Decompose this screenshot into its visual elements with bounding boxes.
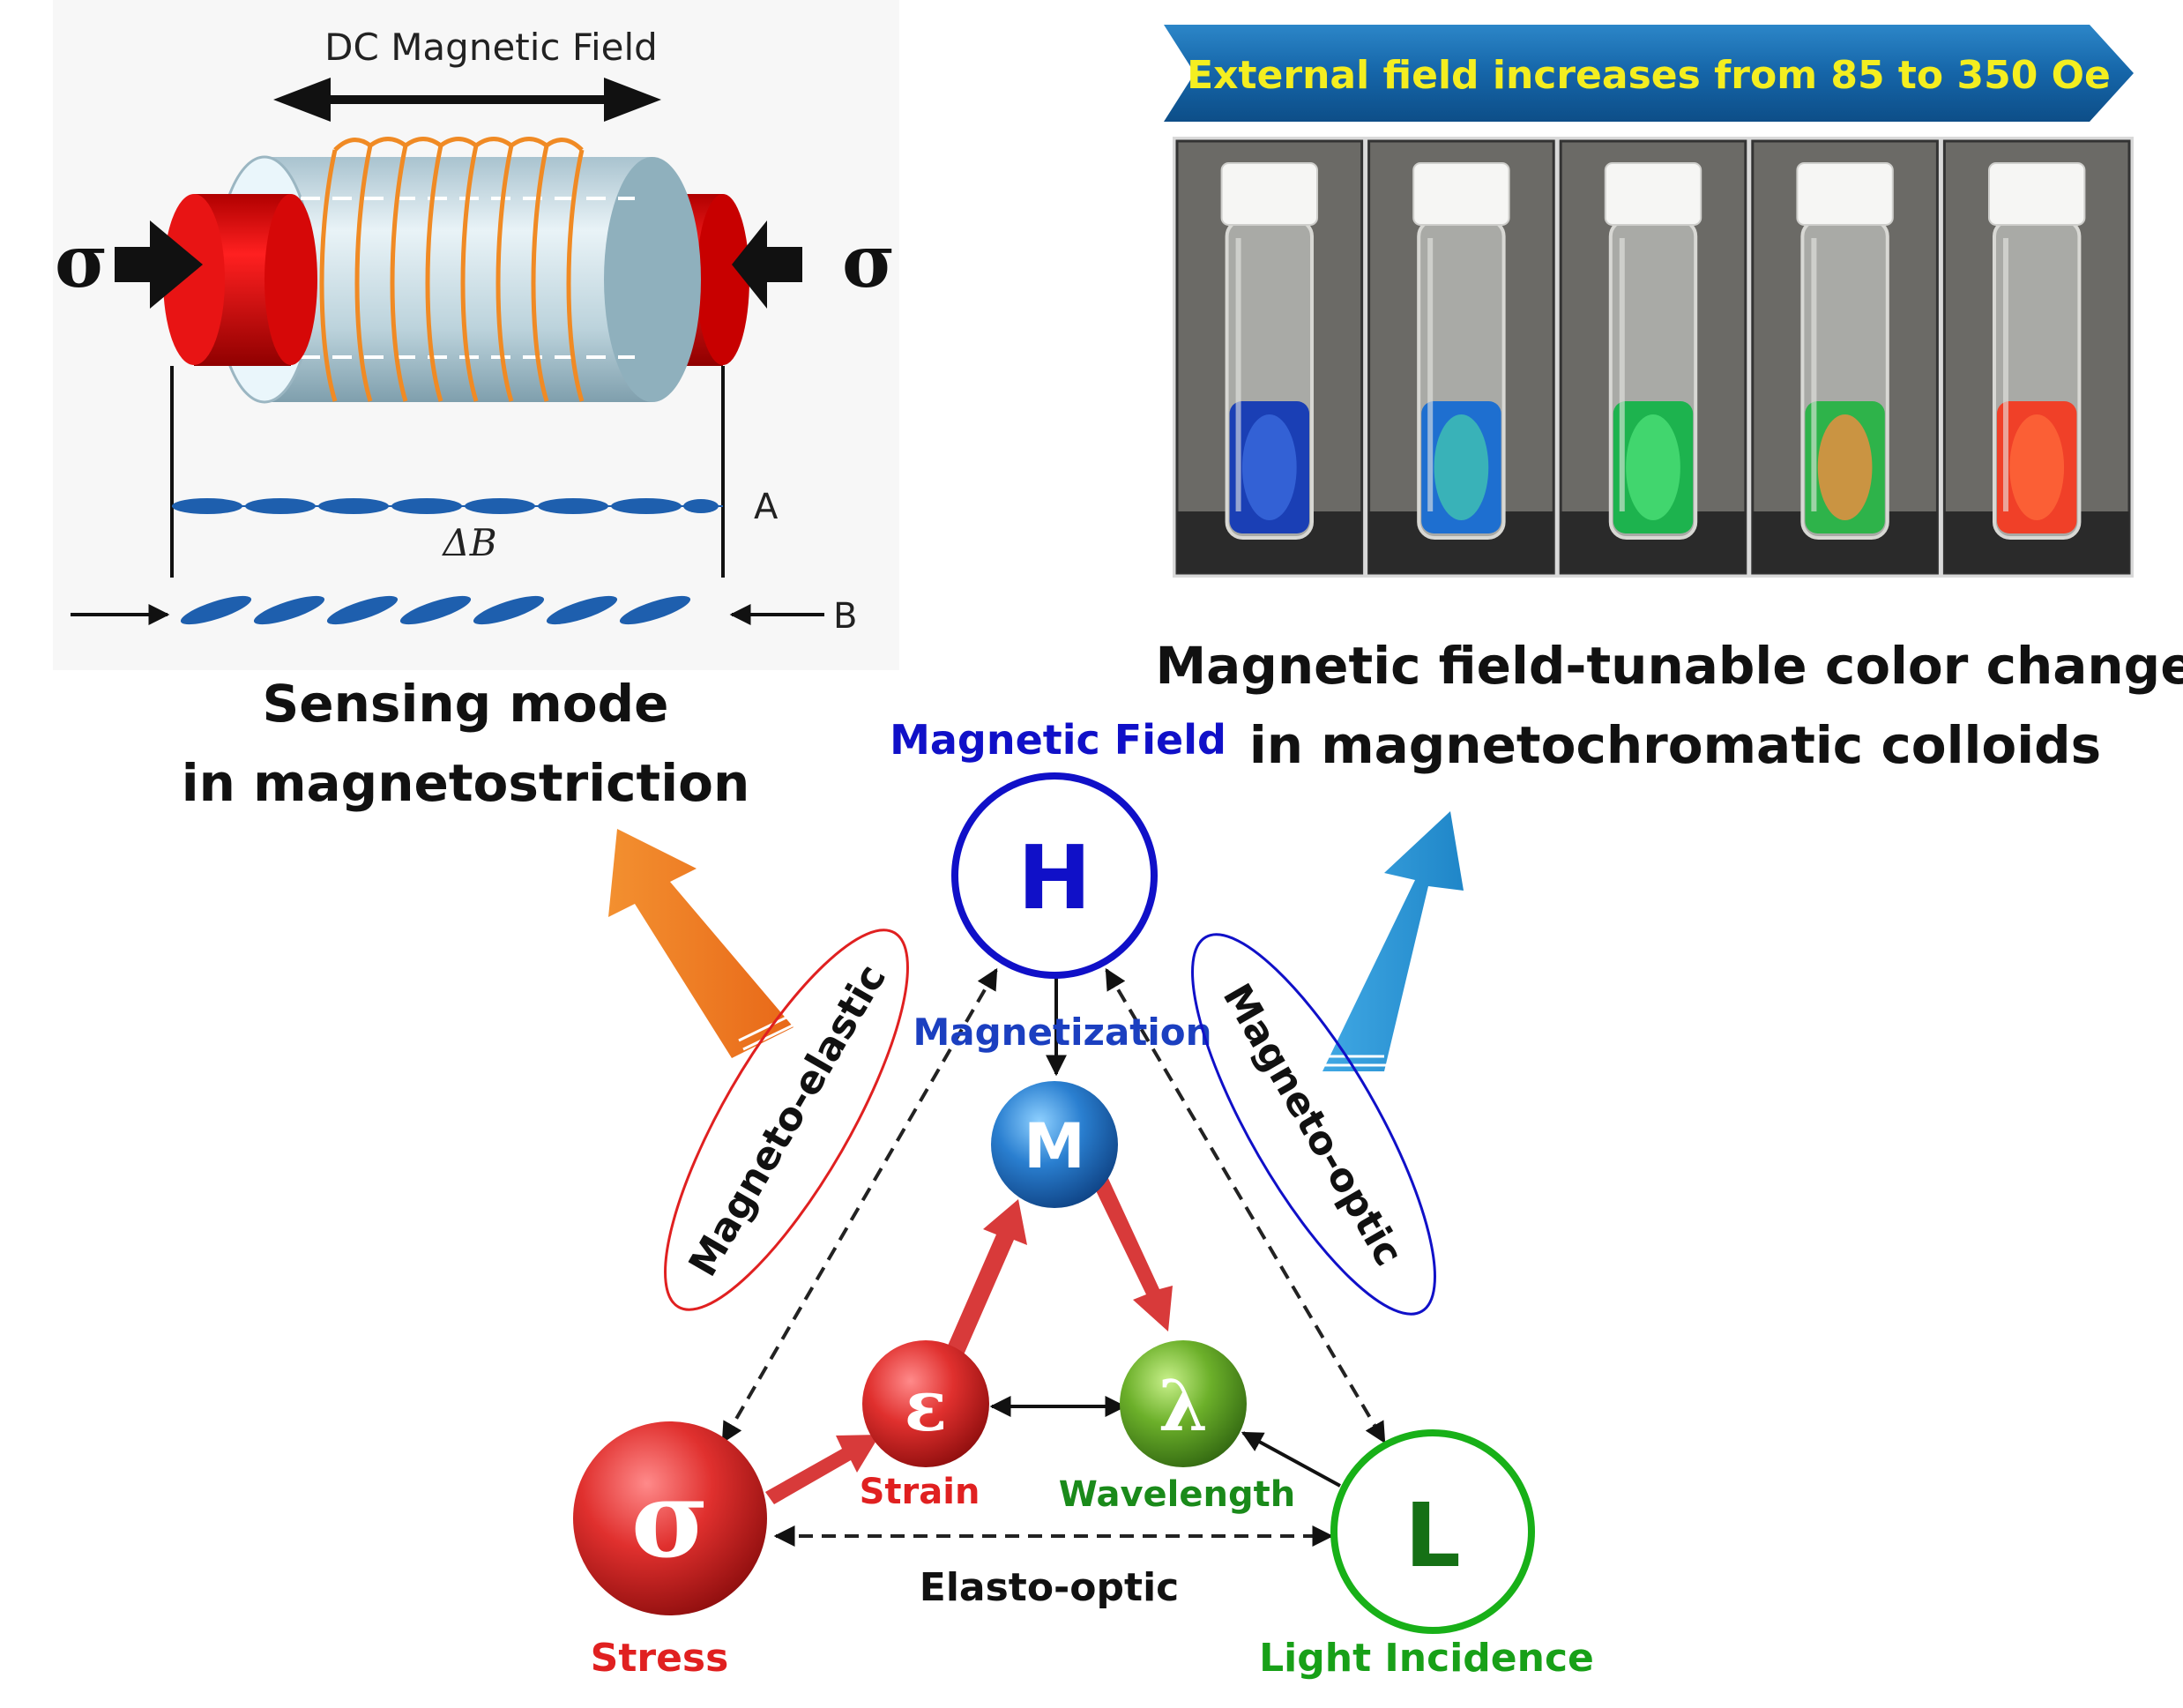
field-arrow-left-head [273,78,331,122]
magnetostriction-caption-2: in magnetostriction [182,753,750,813]
magnetostrictive-rod [163,137,749,404]
vial-glow [1241,414,1297,520]
domain-row-b [180,595,691,625]
epsilon-symbol: ε [905,1364,948,1447]
magnetostriction-caption-1: Sensing mode [263,674,669,734]
wavelength-node [1120,1340,1247,1467]
vial-glow [1817,414,1873,520]
vial-photo [1751,139,1939,575]
vial-glow [1434,414,1489,520]
epsilon-label: Strain [860,1472,980,1512]
red-arrows [765,1175,1173,1504]
label-b: B [833,596,857,637]
arrow-epsilon-m [942,1199,1027,1365]
magneto-optic-badge: Magneto-optic [1191,933,1436,1316]
m-symbol: M [1024,1110,1085,1182]
arrow-m-lambda [1092,1175,1173,1331]
label-a: A [754,487,779,527]
coil [319,137,585,402]
magnetostriction-panel: DC Magnetic Field [53,0,899,813]
vial-cap [1604,162,1702,226]
vial-photos [1175,139,2131,575]
stress-symbol-left: σ [55,220,108,304]
delta-label: ΔB [441,521,496,564]
stress-arrow-right [732,220,802,309]
blue-arrow [1322,811,1464,1071]
stress-node [573,1421,767,1615]
field-banner [1164,25,2134,122]
vial-cap [1220,162,1319,226]
sigma-label: Stress [591,1636,729,1681]
banner-text: External field increases from 85 to 350 … [1187,53,2111,98]
stress-arrow-left [115,220,203,309]
vial-glow [1626,414,1680,520]
l-symbol: L [1404,1484,1461,1587]
arrow-sigma-epsilon [765,1435,880,1504]
colloid-caption-2: in magnetochromatic colloids [1249,715,2101,775]
m-label: Magnetization [913,1011,1211,1054]
h-label: Magnetic Field [890,716,1226,764]
h-symbol: H [1017,826,1092,929]
field-label: DC Magnetic Field [324,26,658,69]
vial-photo [1942,139,2131,575]
orange-arrow [608,829,799,1058]
vial-cap [1796,162,1894,226]
lambda-label: Wavelength [1059,1474,1295,1515]
vial-cap [1987,162,2086,226]
field-arrow-right-head [604,78,661,122]
colloid-panel: External field increases from 85 to 350 … [1155,25,2183,775]
stress-symbol-right: σ [842,220,895,304]
colloid-caption-1: Magnetic field-tunable color change [1155,636,2183,696]
vial-photo [1367,139,1555,575]
light-node [1330,1429,1535,1634]
elasto-optic-label: Elasto-optic [920,1565,1179,1610]
magneto-elastic-badge: Magneto-elastic [664,929,909,1311]
strain-node [862,1340,989,1467]
vial-cap [1412,162,1510,226]
magnetic-field-node [951,772,1158,979]
lambda-symbol: λ [1159,1364,1208,1447]
vial-photo [1559,139,1747,575]
sigma-symbol: σ [631,1458,709,1582]
link-l-lambda [1241,1431,1341,1488]
vial-photo [1175,139,1364,575]
l-label: Light Incidence [1259,1636,1594,1681]
magnetization-node [991,1081,1118,1208]
vial-glow [2009,414,2065,520]
